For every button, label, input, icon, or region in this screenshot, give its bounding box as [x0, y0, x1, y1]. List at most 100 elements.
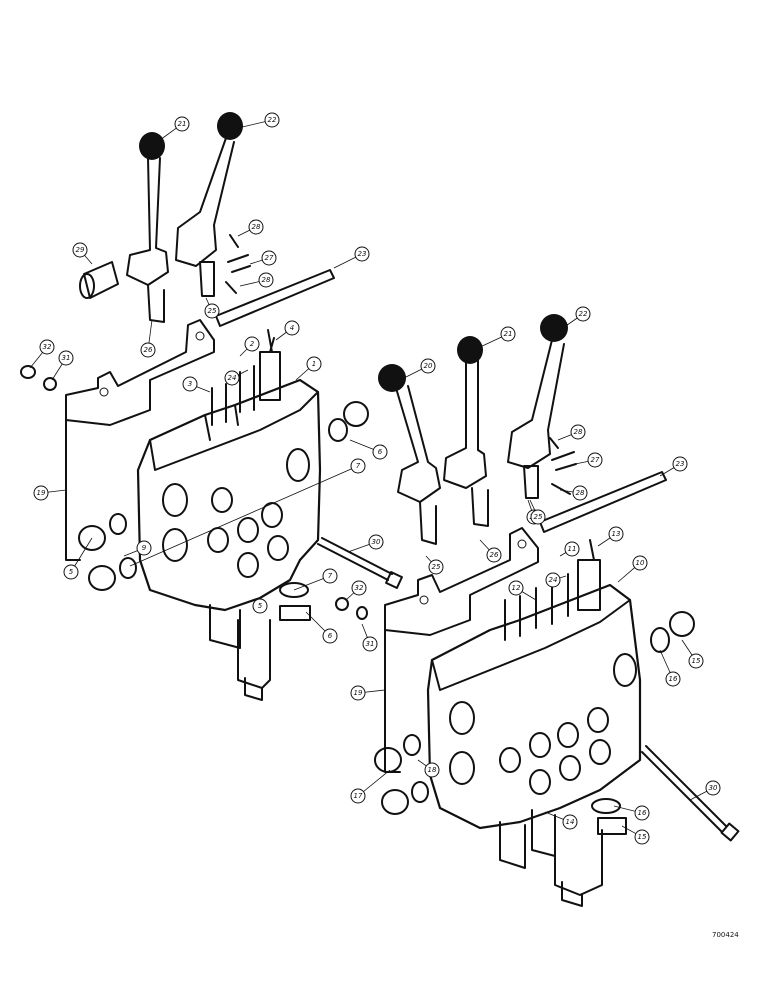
- callout-label: 9: [142, 544, 147, 552]
- callout-circle: [354, 246, 370, 262]
- callout-circle: [562, 814, 578, 830]
- callout-circle: [174, 116, 190, 132]
- callout-label: 2: [250, 340, 255, 348]
- part-callout: 9: [136, 540, 152, 556]
- part-callout: 19: [33, 485, 49, 501]
- part-callout: 4: [284, 320, 300, 336]
- callout-circle: [224, 370, 240, 386]
- right-lever-20: [395, 385, 441, 503]
- callout-label: 30: [709, 784, 718, 792]
- callout-circle: [264, 112, 280, 128]
- callout-circle: [688, 653, 704, 669]
- callout-circle: [362, 636, 378, 652]
- callout-circle: [39, 339, 55, 355]
- part-callout: 13: [608, 526, 624, 542]
- callout-circle: [258, 272, 274, 288]
- part-callout: 7: [322, 568, 338, 584]
- callout-label: 19: [354, 689, 363, 697]
- callout-label: 13: [612, 530, 621, 538]
- callout-label: 15: [638, 833, 647, 841]
- callout-label: 32: [355, 584, 364, 592]
- part-callout: 6: [322, 628, 338, 644]
- callout-label: 16: [669, 675, 678, 683]
- callout-label: 26: [490, 551, 499, 559]
- callout-circle: [322, 628, 338, 644]
- callout-label: 10: [636, 559, 645, 567]
- part-callout: 26: [140, 342, 156, 358]
- part-callout: 25: [530, 509, 546, 525]
- callout-label: 29: [76, 246, 85, 254]
- callout-circle: [58, 350, 74, 366]
- right-knob-20: [378, 364, 406, 392]
- callout-circle: [634, 805, 650, 821]
- callout-circle: [72, 242, 88, 258]
- part-callout: 30: [368, 534, 384, 550]
- callout-label: 1: [312, 360, 316, 368]
- drawing-id: 700424: [712, 931, 739, 939]
- callout-label: 7: [356, 462, 361, 470]
- callout-circle: [530, 509, 546, 525]
- right-lever-22: [507, 339, 565, 469]
- callout-label: 22: [268, 116, 277, 124]
- callout-circle: [424, 762, 440, 778]
- part-callout: 15: [688, 653, 704, 669]
- callout-label: 14: [566, 818, 575, 826]
- callout-circle: [350, 788, 366, 804]
- callout-circle: [261, 250, 277, 266]
- callout-label: 28: [252, 223, 261, 231]
- callout-label: 11: [568, 545, 577, 553]
- callout-circle: [665, 671, 681, 687]
- callout-label: 20: [424, 362, 433, 370]
- callout-label: 23: [676, 460, 685, 468]
- callout-label: 24: [549, 576, 558, 584]
- left-mounting-plate: [65, 319, 215, 561]
- callout-label: 5: [69, 568, 74, 576]
- callout-circle: [182, 376, 198, 392]
- part-callout: 2: [244, 336, 260, 352]
- part-callout: 22: [264, 112, 280, 128]
- part-callout: 1: [306, 356, 322, 372]
- callout-circle: [632, 555, 648, 571]
- callout-label: 17: [354, 792, 363, 800]
- callout-label: 7: [328, 572, 333, 580]
- part-callout: 31: [58, 350, 74, 366]
- callout-circle: [63, 564, 79, 580]
- callout-circle: [244, 336, 260, 352]
- part-callout: 18: [424, 762, 440, 778]
- callout-circle: [705, 780, 721, 796]
- part-callout: 11: [564, 541, 580, 557]
- part-callout: 28: [570, 424, 586, 440]
- part-callout: 21: [500, 326, 516, 342]
- callout-circle: [486, 547, 502, 563]
- part-callout: 25: [204, 303, 220, 319]
- part-callout: 27: [261, 250, 277, 266]
- left-lever-22: [175, 137, 235, 267]
- callout-label: 21: [504, 330, 513, 338]
- callout-label: 3: [188, 380, 192, 388]
- callout-circle: [420, 358, 436, 374]
- right-valve-body: [426, 583, 642, 830]
- part-callout: 19: [350, 685, 366, 701]
- right-knob-21: [457, 336, 483, 364]
- part-callout: 28: [258, 272, 274, 288]
- part-callout: 23: [672, 456, 688, 472]
- part-callout: 16: [665, 671, 681, 687]
- callout-circle: [500, 326, 516, 342]
- callout-label: 32: [43, 343, 52, 351]
- callout-circle: [33, 485, 49, 501]
- callout-label: 30: [372, 538, 381, 546]
- part-callout: 26: [486, 547, 502, 563]
- part-callout: 6: [372, 444, 388, 460]
- callout-label: 5: [258, 602, 263, 610]
- callout-label: 27: [265, 254, 274, 262]
- callout-circle: [508, 580, 524, 596]
- callout-circle: [575, 306, 591, 322]
- callout-label: 6: [378, 448, 383, 456]
- callout-label: 16: [638, 809, 647, 817]
- callout-circle: [136, 540, 152, 556]
- part-callout: 17: [350, 788, 366, 804]
- callout-circle: [564, 541, 580, 557]
- callout-label: 15: [692, 657, 701, 665]
- right-lever-21: [443, 359, 487, 489]
